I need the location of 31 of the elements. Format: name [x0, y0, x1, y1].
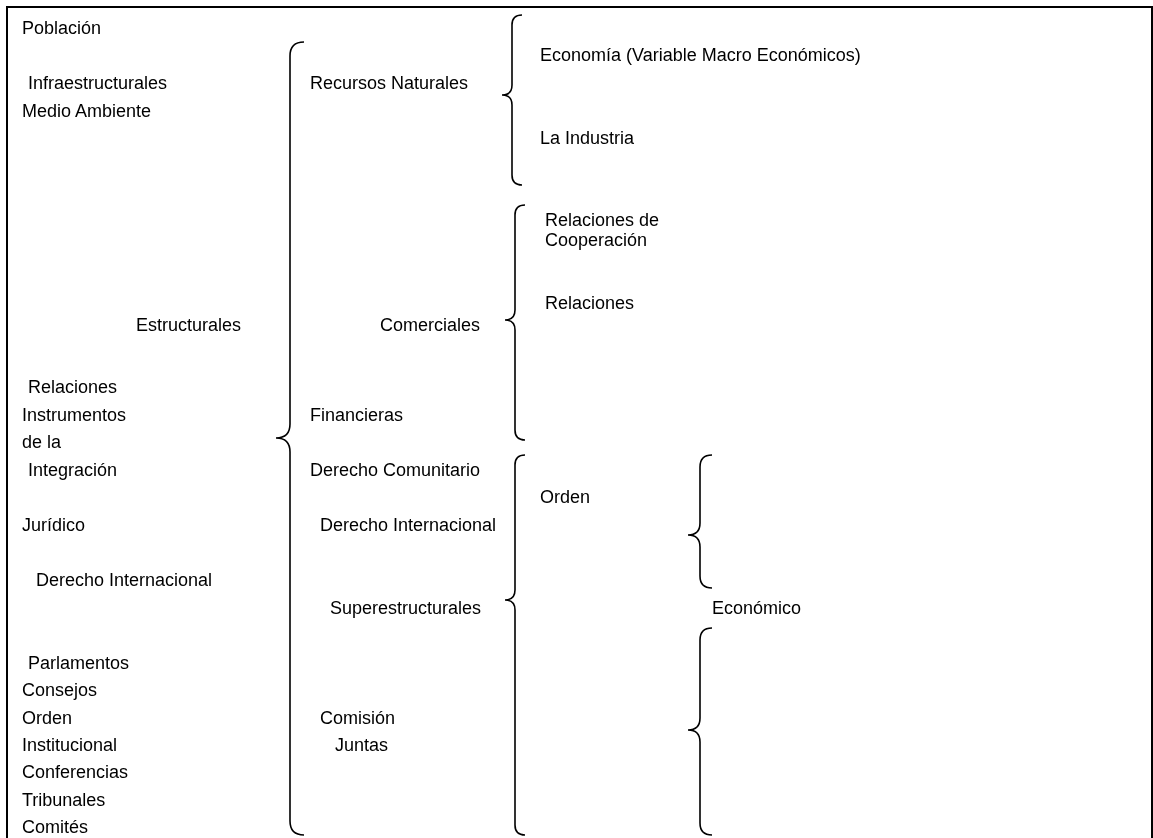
- text-label: Recursos Naturales: [310, 73, 469, 93]
- text-label: Economía (Variable Macro Económicos): [540, 45, 861, 65]
- text-label: Derecho Internacional: [36, 570, 213, 590]
- text-label: Financieras: [310, 405, 404, 425]
- text-label: Comerciales: [380, 315, 481, 335]
- text-label: Orden: [540, 487, 591, 507]
- text-label: Comisión: [320, 708, 396, 728]
- text-label: La Industria: [540, 128, 635, 148]
- text-label: Estructurales: [136, 315, 242, 335]
- text-label: Económico: [712, 598, 802, 618]
- text-label: Relaciones de Cooperación: [545, 210, 661, 250]
- text-label: Relaciones: [545, 293, 635, 313]
- text-label: Institucional: [22, 735, 118, 755]
- text-label: Consejos: [22, 680, 98, 700]
- text-label: Medio Ambiente: [22, 101, 152, 121]
- text-label: Orden: [22, 708, 73, 728]
- text-label: Comités: [22, 817, 88, 837]
- text-label: Integración: [28, 460, 118, 480]
- text-label: Conferencias: [22, 762, 129, 782]
- text-label: Derecho Internacional: [320, 515, 497, 535]
- text-label: Instrumentos: [22, 405, 127, 425]
- text-label: Tribunales: [22, 790, 106, 810]
- text-label: Juntas: [335, 735, 389, 755]
- text-label: Jurídico: [22, 515, 86, 535]
- text-label: Relaciones: [28, 377, 118, 397]
- text-label: Superestructurales: [330, 598, 482, 618]
- text-label: Parlamentos: [28, 653, 130, 673]
- text-label: Derecho Comunitario: [310, 460, 481, 480]
- text-label: de la: [22, 432, 62, 452]
- text-label: Población: [22, 18, 102, 38]
- text-label: Infraestructurales: [28, 73, 168, 93]
